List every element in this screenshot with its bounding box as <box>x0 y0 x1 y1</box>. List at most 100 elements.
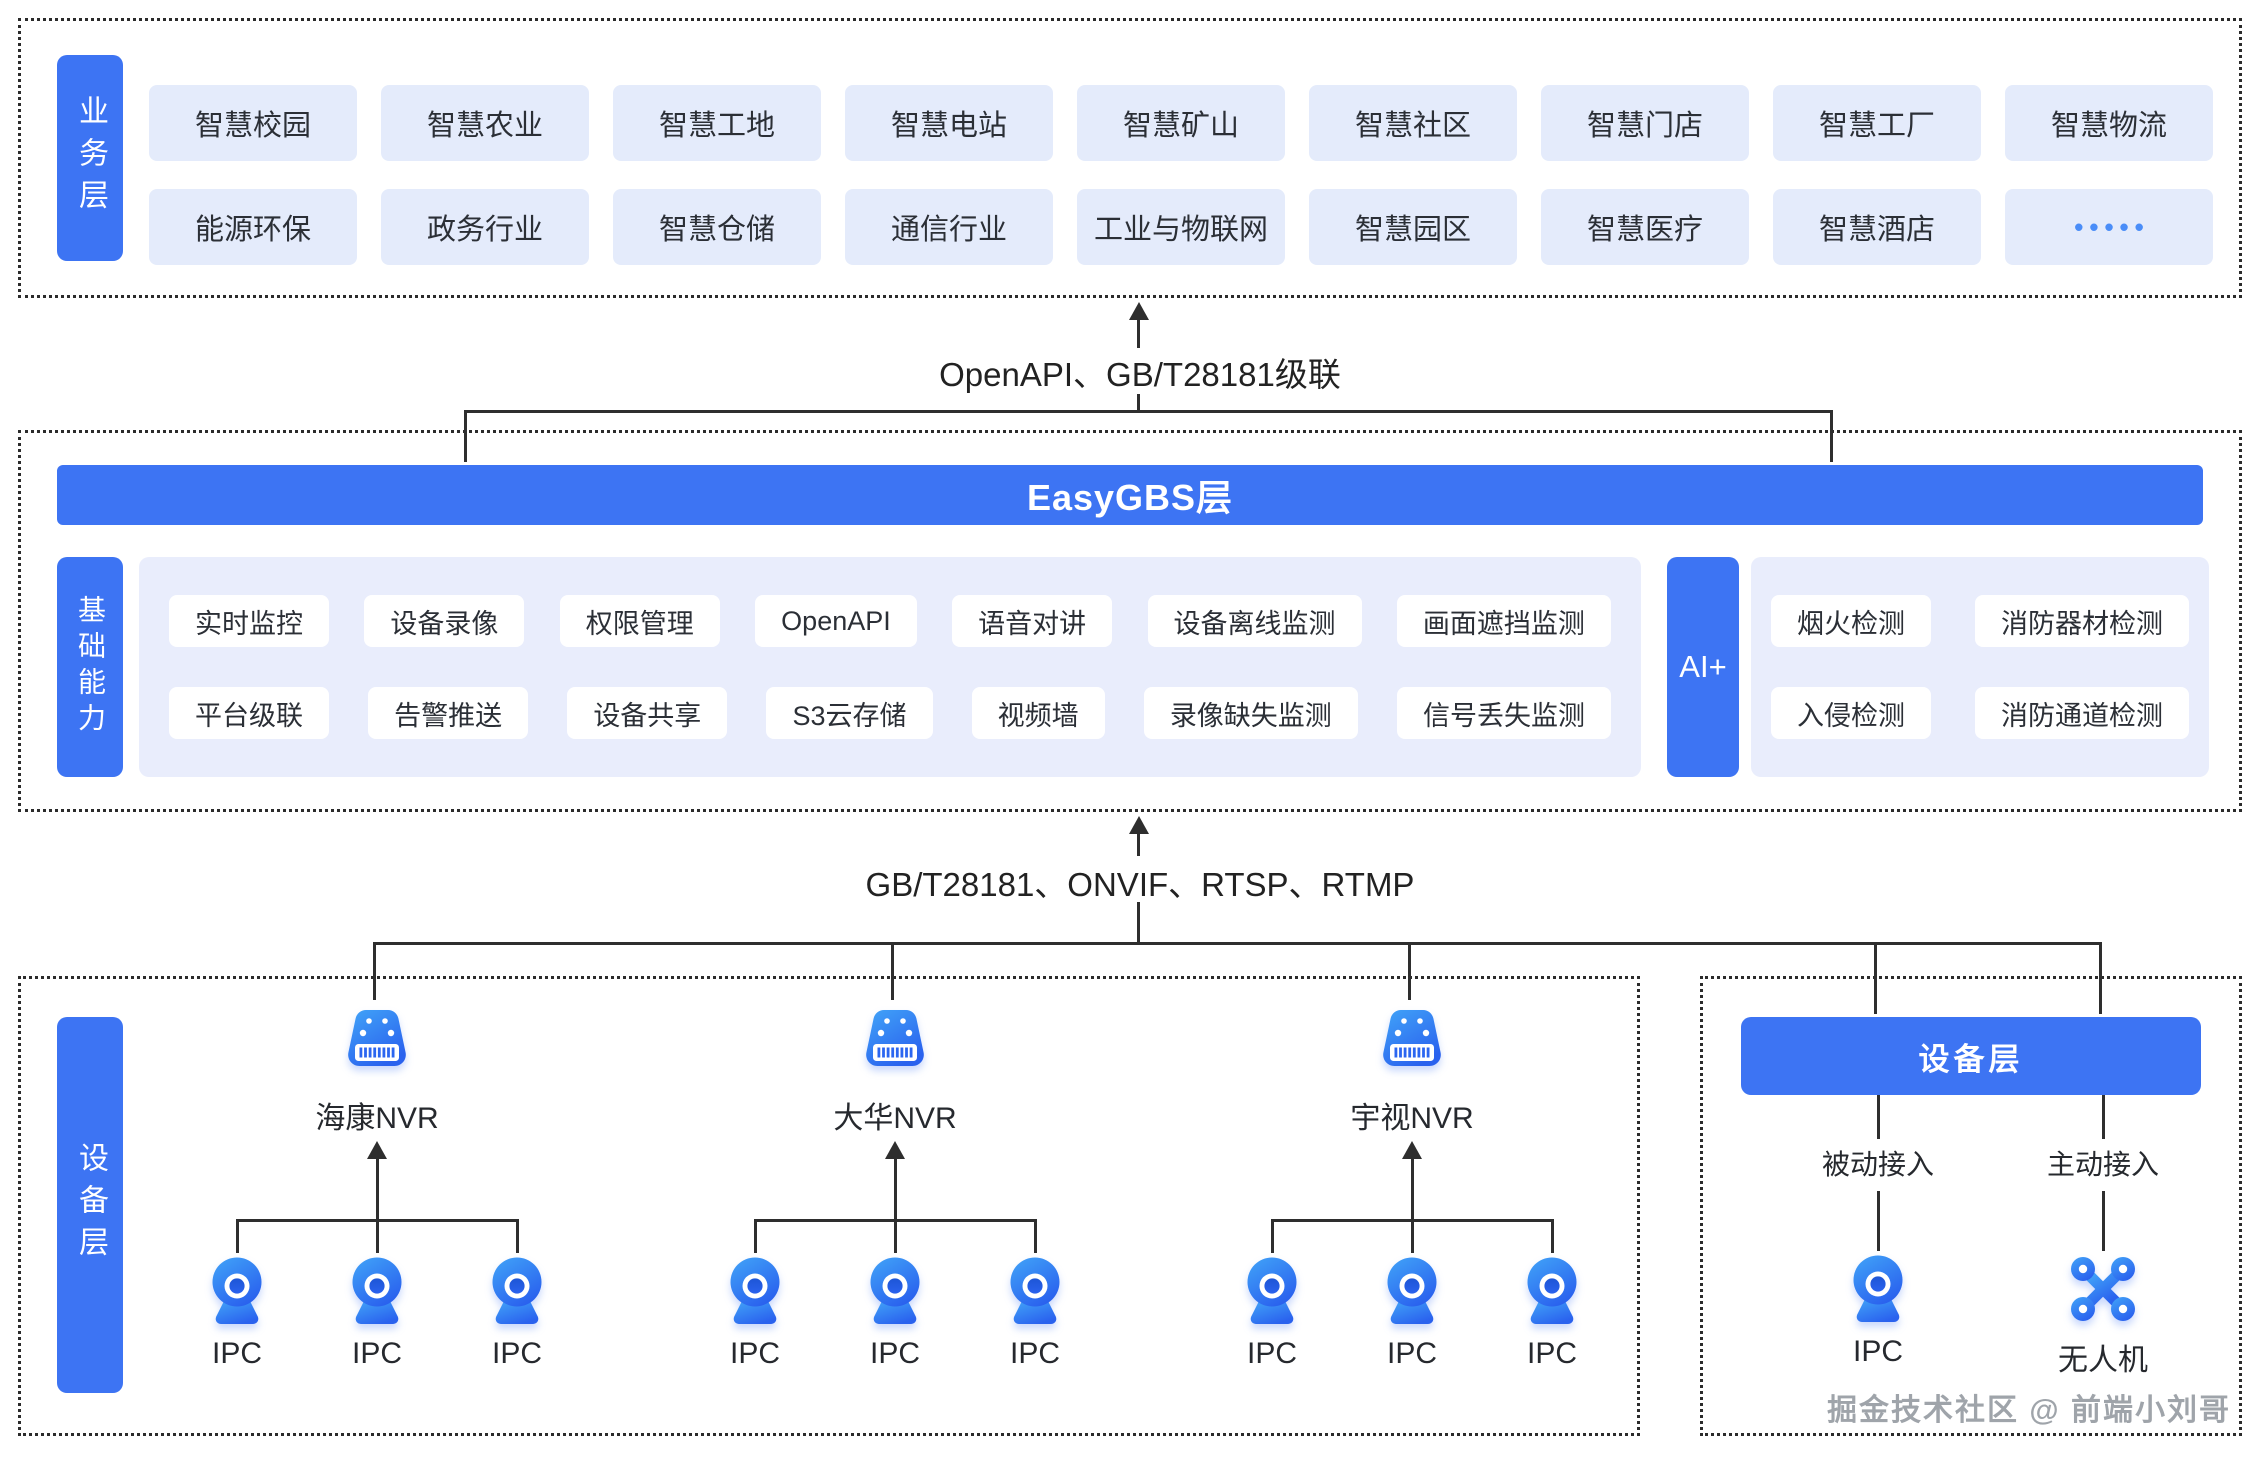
connector-bracket <box>374 942 2100 945</box>
drone-icon <box>2065 1251 2141 1327</box>
connector-line <box>2102 1191 2105 1251</box>
ip-camera-icon <box>1234 1253 1310 1329</box>
ip-camera-icon <box>717 1253 793 1329</box>
capabilities-label: 基础能力 <box>57 557 123 777</box>
business-item: 智慧矿山 <box>1077 85 1285 161</box>
ai-row-2: 入侵检测消防通道检测 <box>1751 687 2209 739</box>
arrow-up-to-business <box>1129 302 1149 320</box>
nvr-recorder-icon <box>853 1001 937 1085</box>
ipc-label: IPC <box>1246 1337 1297 1370</box>
connector-line <box>373 942 376 1000</box>
capability-item: 语音对讲 <box>952 595 1113 647</box>
business-item: 智慧门店 <box>1541 85 1749 161</box>
connector-line <box>894 1157 897 1219</box>
watermark: 掘金技术社区 @ 前端小刘哥 <box>1827 1394 2231 1427</box>
business-items-grid: 智慧校园 智慧农业 智慧工地 智慧电站 智慧矿山 智慧社区 智慧门店 智慧工厂 … <box>149 85 2213 265</box>
connector-bracket <box>465 410 1833 413</box>
ipc-label: IPC <box>1852 1335 1903 1368</box>
connector-line <box>1137 902 1140 942</box>
business-item: 智慧酒店 <box>1773 189 1981 265</box>
ai-capability-item: 入侵检测 <box>1771 687 1931 739</box>
arrow-up-to-platform <box>1129 816 1149 834</box>
ai-row-1: 烟火检测消防器材检测 <box>1751 595 2209 647</box>
connector-line <box>1137 832 1140 856</box>
capability-item: 平台级联 <box>169 687 329 739</box>
capability-item: 设备离线监测 <box>1147 595 1362 647</box>
capability-item: OpenAPI <box>755 595 917 647</box>
business-item: 政务行业 <box>381 189 589 265</box>
capability-item: 告警推送 <box>368 687 529 739</box>
device-layer-box: 设备层 海康NVR <box>18 976 1640 1436</box>
nvr-recorder-icon <box>335 1001 419 1085</box>
connector-line <box>1551 1219 1554 1253</box>
arrow-up-to-nvr <box>885 1141 905 1159</box>
business-item: 智慧园区 <box>1309 189 1517 265</box>
capability-item: S3云存储 <box>766 687 933 739</box>
device-layer-label: 设备层 <box>57 1017 123 1393</box>
nvr-group: 海康NVR <box>167 999 587 1419</box>
arrow-up-to-nvr <box>1402 1141 1422 1159</box>
capability-item: 录像缺失监测 <box>1143 687 1358 739</box>
arrow-up-to-nvr <box>367 1141 387 1159</box>
business-item: 智慧医疗 <box>1541 189 1749 265</box>
capability-item: 画面遮挡监测 <box>1396 595 1611 647</box>
ip-camera-icon <box>857 1253 933 1329</box>
nvr-group: 大华NVR <box>685 999 1105 1419</box>
connector-line <box>376 1219 379 1253</box>
easygbs-bar: EasyGBS层 <box>57 465 2203 525</box>
ipc-label: IPC <box>729 1337 780 1370</box>
ip-camera-icon <box>1514 1253 1590 1329</box>
connector-line <box>1830 410 1833 462</box>
business-layer-label: 业务层 <box>57 55 123 261</box>
capability-item: 设备共享 <box>567 687 728 739</box>
capability-item: 信号丢失监测 <box>1396 687 1611 739</box>
nvr-group: 宇视NVR <box>1202 999 1622 1419</box>
ai-capability-item: 消防器材检测 <box>1975 595 2189 647</box>
connector-line <box>516 1219 519 1253</box>
ip-camera-icon <box>339 1253 415 1329</box>
ai-capability-item: 烟火检测 <box>1771 595 1931 647</box>
ipc-label: IPC <box>351 1337 402 1370</box>
business-item: 智慧物流 <box>2005 85 2213 161</box>
connector-line <box>754 1219 757 1253</box>
ipc-label: IPC <box>1386 1337 1437 1370</box>
connector-line <box>376 1157 379 1219</box>
connector-line <box>1034 1219 1037 1253</box>
business-item: 智慧工厂 <box>1773 85 1981 161</box>
ip-camera-icon <box>997 1253 1073 1329</box>
capability-item: 实时监控 <box>169 595 329 647</box>
connector-line <box>1874 942 1877 1014</box>
connector-line <box>1271 1219 1274 1253</box>
ai-capability-item: 消防通道检测 <box>1975 687 2189 739</box>
bottom-protocol-text: GB/T28181、ONVIF、RTSP、RTMP <box>865 866 1415 903</box>
business-item: 工业与物联网 <box>1077 189 1285 265</box>
business-item: 智慧工地 <box>613 85 821 161</box>
connector-line <box>464 410 467 462</box>
connector-line <box>1408 942 1411 1000</box>
business-item: 能源环保 <box>149 189 357 265</box>
ipc-label: IPC <box>491 1337 542 1370</box>
capabilities-row-2: 平台级联告警推送设备共享 S3云存储视频墙录像缺失监测信号丢失监测 <box>139 687 1641 739</box>
connector-line <box>236 1219 239 1253</box>
ipc-label: IPC <box>869 1337 920 1370</box>
ipc-label: IPC <box>211 1337 262 1370</box>
ip-camera-icon <box>1374 1253 1450 1329</box>
capability-item: 视频墙 <box>971 687 1105 739</box>
access-label-active: 主动接入 <box>2046 1149 2159 1180</box>
business-item: 智慧校园 <box>149 85 357 161</box>
nvr-recorder-icon <box>1370 1001 1454 1085</box>
capability-item: 权限管理 <box>559 595 720 647</box>
nvr-name: 大华NVR <box>833 1102 957 1135</box>
connector-line <box>1877 1095 1880 1139</box>
connector-line <box>1411 1219 1414 1253</box>
ip-camera-icon <box>1840 1251 1916 1327</box>
nvr-name: 海康NVR <box>315 1102 439 1135</box>
access-label-passive: 被动接入 <box>1821 1149 1934 1180</box>
connector-line <box>1137 394 1140 410</box>
connector-line <box>891 942 894 1000</box>
business-item: 智慧社区 <box>1309 85 1517 161</box>
